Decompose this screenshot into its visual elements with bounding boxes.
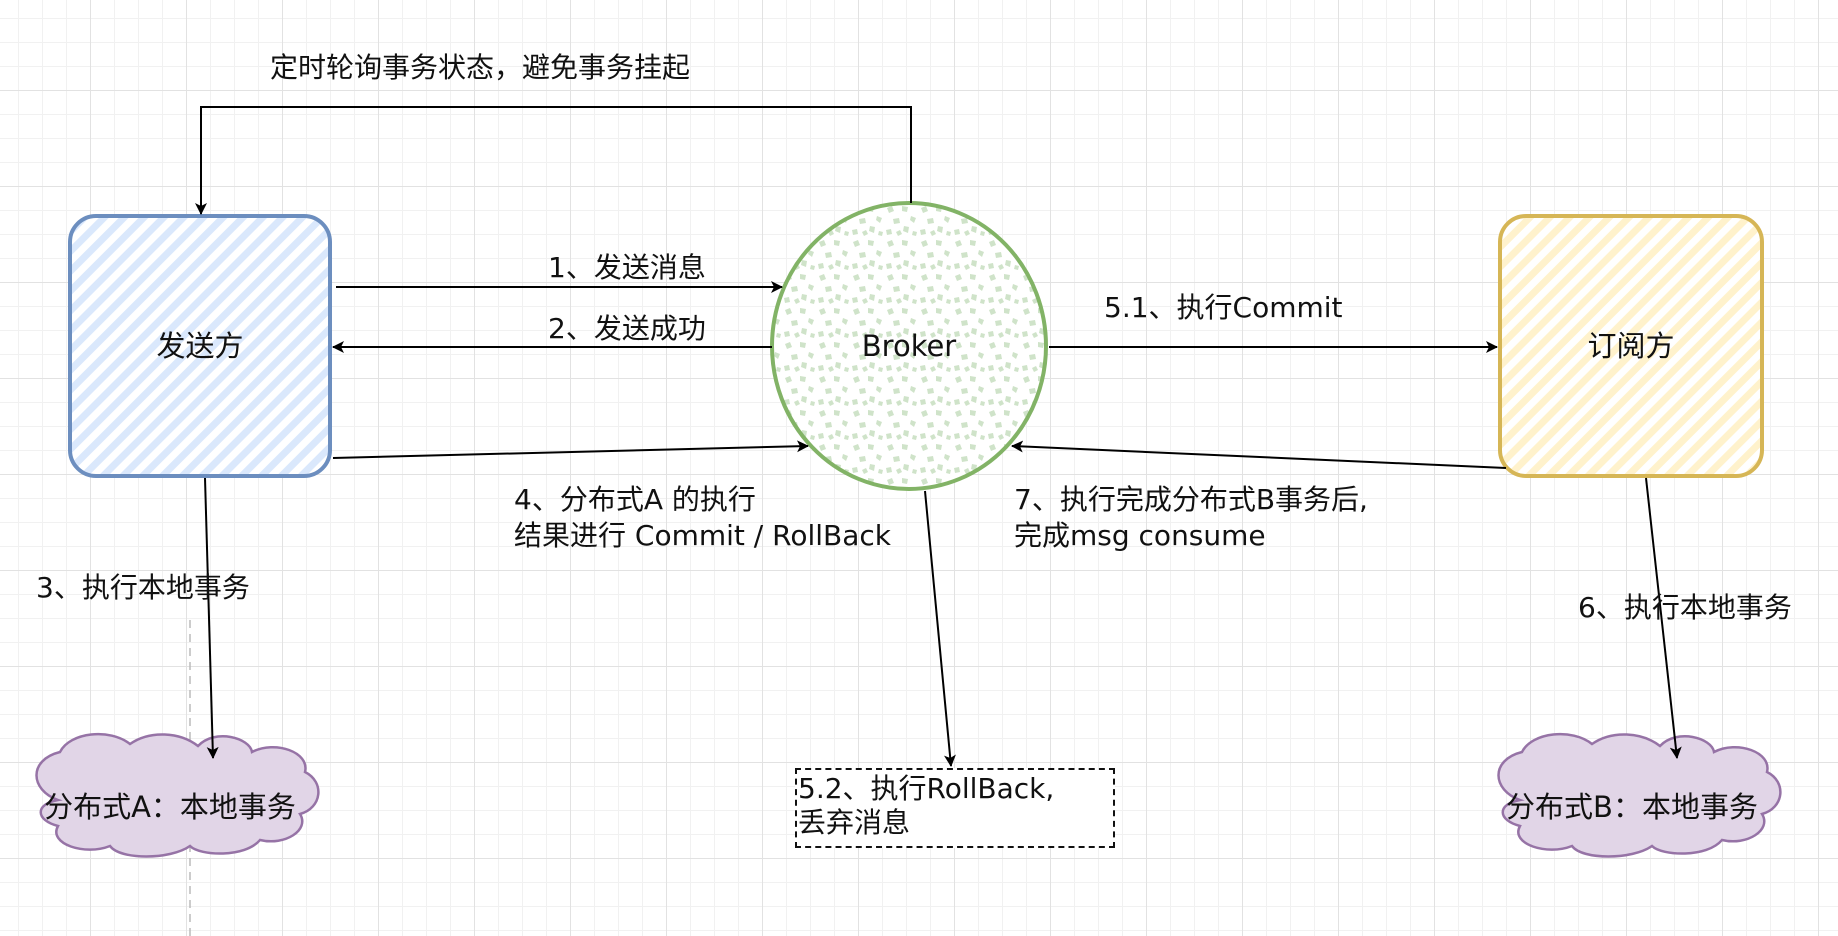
sender-label: 发送方: [156, 329, 244, 363]
sender-box[interactable]: [68, 214, 332, 478]
edge-local-tx-a-label: 3、执行本地事务: [36, 571, 250, 604]
rollback-note-line2: 丢弃消息: [798, 806, 911, 839]
edge-rollback: [924, 490, 956, 767]
edge-send-ok-label: 2、发送成功: [548, 312, 706, 345]
cloud-local-tx-b[interactable]: [1497, 732, 1782, 858]
rollback-note-text: 5.2、执行RollBack, 丢弃消息: [798, 772, 1054, 840]
edge-consume: [1011, 440, 1507, 469]
edge-local-tx-b-label: 6、执行本地事务: [1578, 591, 1792, 624]
broker-label: Broker: [861, 329, 957, 363]
edge-send-msg-label: 1、发送消息: [548, 251, 706, 284]
edge-consume-line1: 7、执行完成分布式B事务后,: [1014, 483, 1368, 516]
subscriber-label: 订阅方: [1587, 329, 1675, 363]
edge-commit-rollback-label: 4、分布式A 的执行 结果进行 Commit / RollBack: [514, 482, 891, 554]
edge-poll-label: 定时轮询事务状态，避免事务挂起: [270, 51, 691, 84]
edge-poll: [195, 106, 912, 215]
edge-commit-rollback: [332, 440, 809, 459]
edge-consume-line2: 完成msg consume: [1014, 519, 1266, 552]
edge-local-tx-a: [204, 477, 219, 759]
edge-commit-rollback-line1: 4、分布式A 的执行: [514, 483, 756, 516]
cloud-a-label: 分布式A：本地事务: [44, 790, 296, 824]
rollback-note-box[interactable]: [795, 768, 1115, 848]
subscriber-box[interactable]: [1498, 214, 1764, 478]
cloud-local-tx-a[interactable]: [35, 732, 320, 858]
edge-consume-label: 7、执行完成分布式B事务后, 完成msg consume: [1014, 482, 1368, 554]
edge-commit-rollback-line2: 结果进行 Commit / RollBack: [514, 519, 891, 552]
rollback-note-line1: 5.2、执行RollBack,: [798, 772, 1055, 805]
edge-exec-commit-label: 5.1、执行Commit: [1104, 291, 1343, 324]
edge-local-tx-b: [1645, 477, 1682, 759]
cloud-b-label: 分布式B：本地事务: [1506, 790, 1758, 824]
